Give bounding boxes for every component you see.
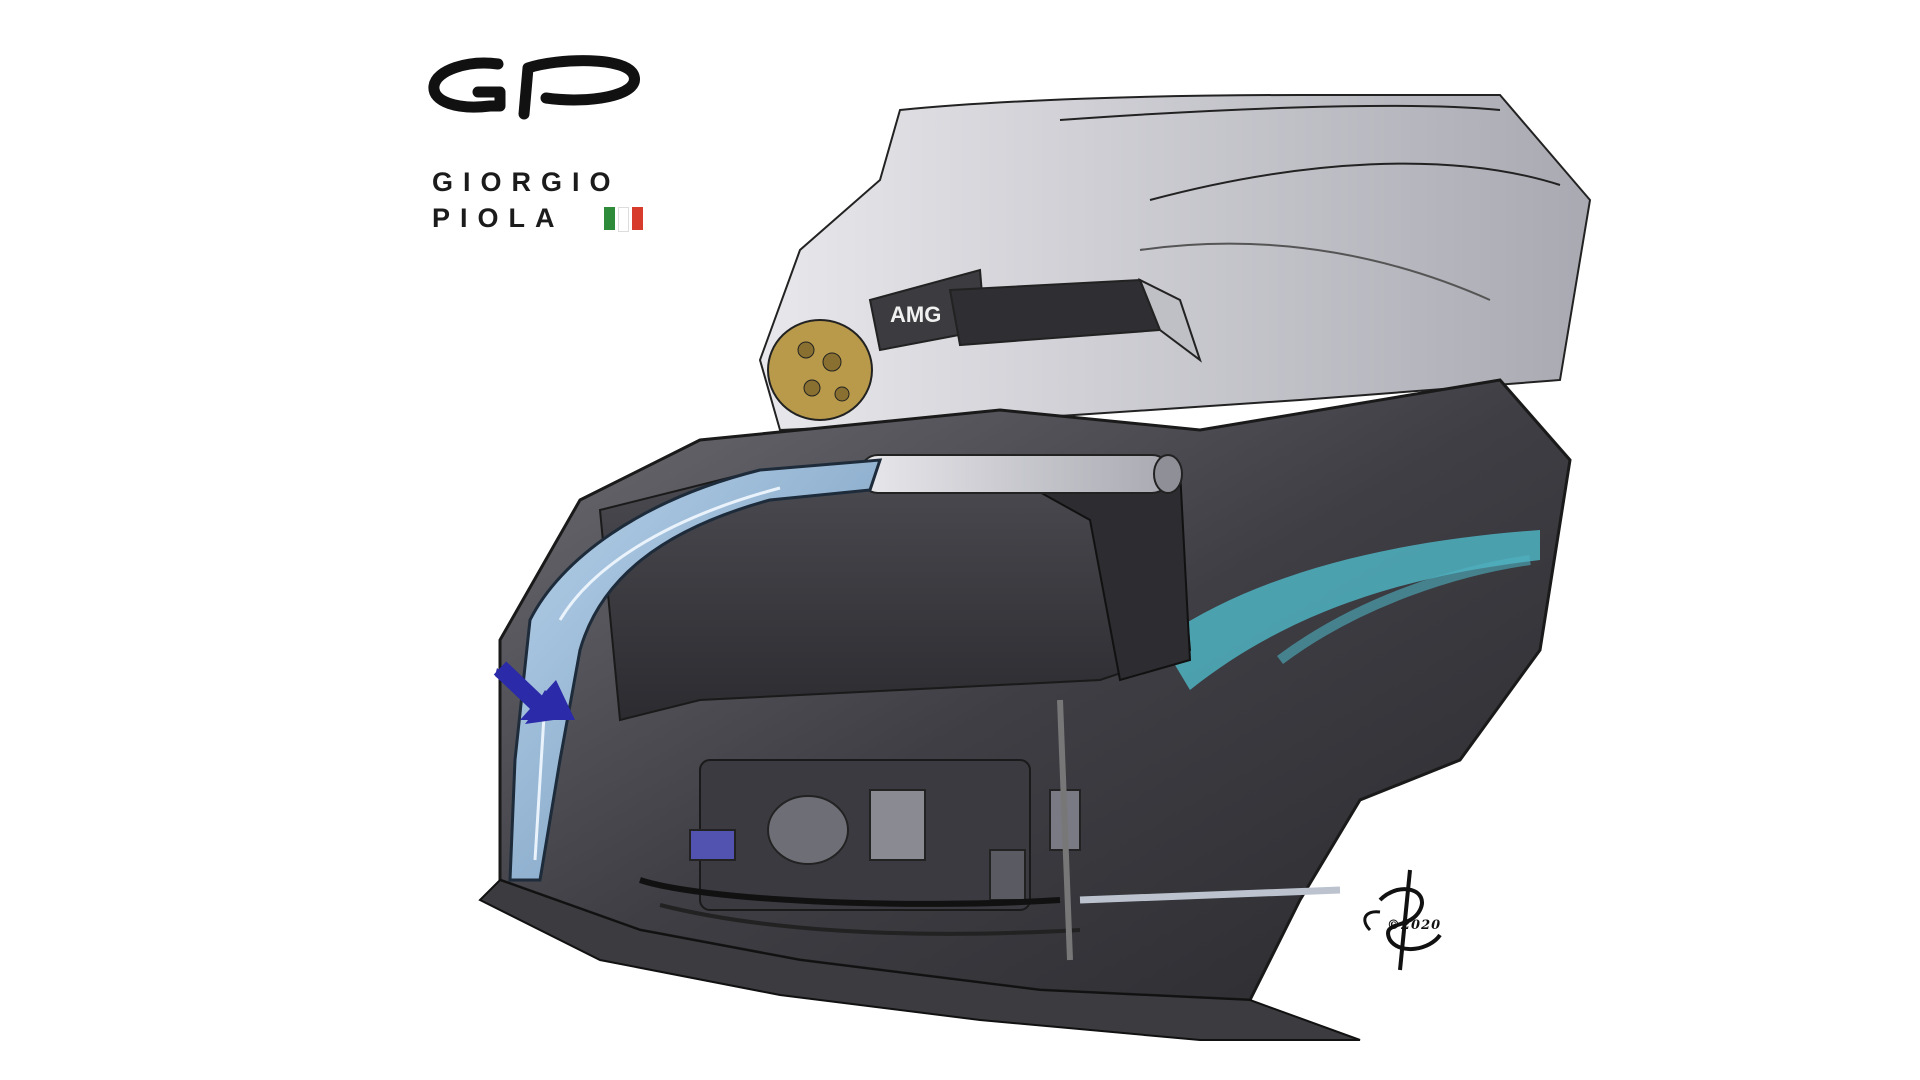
brand-name-first: GIORGIO <box>432 167 621 197</box>
brand-name-last: PIOLA <box>432 203 565 233</box>
flag-stripe-red <box>632 207 643 230</box>
amg-badge-text: AMG <box>890 302 941 327</box>
floor-edge <box>478 878 1361 1041</box>
internal-components <box>639 699 1081 961</box>
engine-cover <box>758 94 1592 432</box>
flag-stripe-green <box>604 207 615 230</box>
pointer-arrow-icon <box>493 661 575 724</box>
air-duct <box>948 277 1202 363</box>
signature-copyright: ©2020 <box>1387 918 1442 933</box>
cooling-pipe <box>859 454 1183 494</box>
gp-monogram-logo <box>428 55 640 120</box>
flag-stripe-white <box>618 207 629 232</box>
italian-flag-icon <box>604 207 643 232</box>
gold-component <box>767 319 873 421</box>
highlighted-rib <box>508 458 883 882</box>
artist-signature <box>1363 869 1442 971</box>
